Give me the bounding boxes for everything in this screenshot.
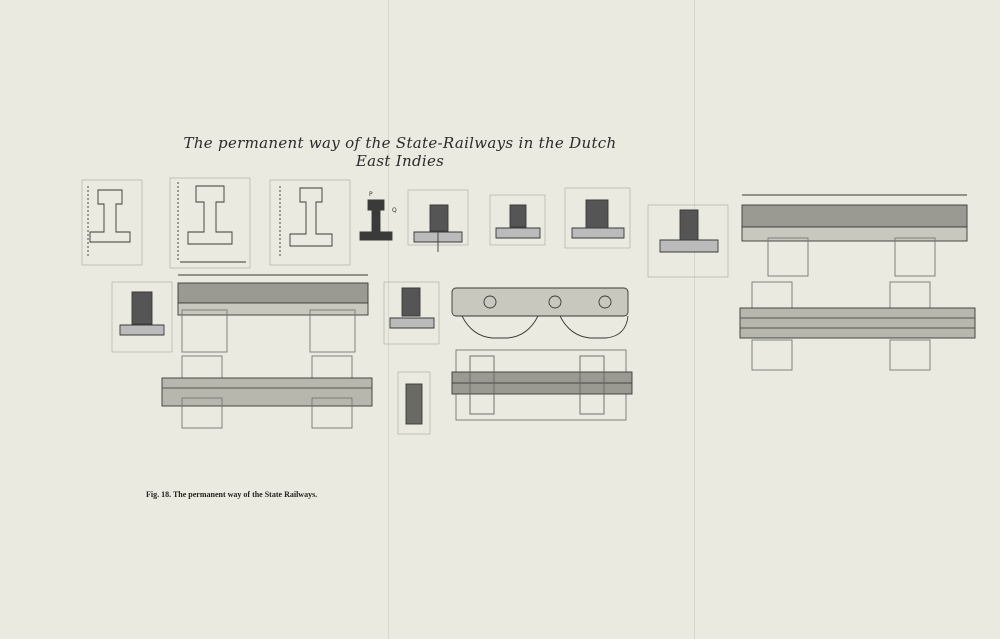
fastening-detail-3 xyxy=(564,187,631,249)
rail-joint-plan-left xyxy=(161,355,373,429)
steel-sleeper-plan xyxy=(451,349,633,421)
fold-crease-right xyxy=(694,0,696,639)
rail-profile-3 xyxy=(269,179,351,266)
steel-sleeper-elevation xyxy=(451,287,629,339)
rail-profile-2 xyxy=(169,177,251,269)
rail-joint-plan-right xyxy=(739,281,976,371)
rail-label-p: P xyxy=(369,191,373,198)
drawing-title: The permanent way of the State-Railways … xyxy=(183,134,617,170)
rail-joint-elevation-right xyxy=(741,194,968,277)
rail-joint-elevation-left xyxy=(177,274,369,353)
fastening-detail-1 xyxy=(407,189,469,252)
fold-crease-left xyxy=(388,0,390,639)
fastening-detail-4 xyxy=(647,204,729,278)
sleeper-section-detail xyxy=(397,371,431,435)
figure-caption: Fig. 18. The permanent way of the State … xyxy=(146,490,318,499)
fastening-detail-5 xyxy=(111,281,173,353)
rail-profile-4: P Q xyxy=(359,191,397,241)
fastening-detail-6 xyxy=(383,281,440,345)
rail-label-q: Q xyxy=(392,207,397,214)
fastening-detail-2 xyxy=(489,194,546,246)
rail-profile-1 xyxy=(81,179,143,266)
